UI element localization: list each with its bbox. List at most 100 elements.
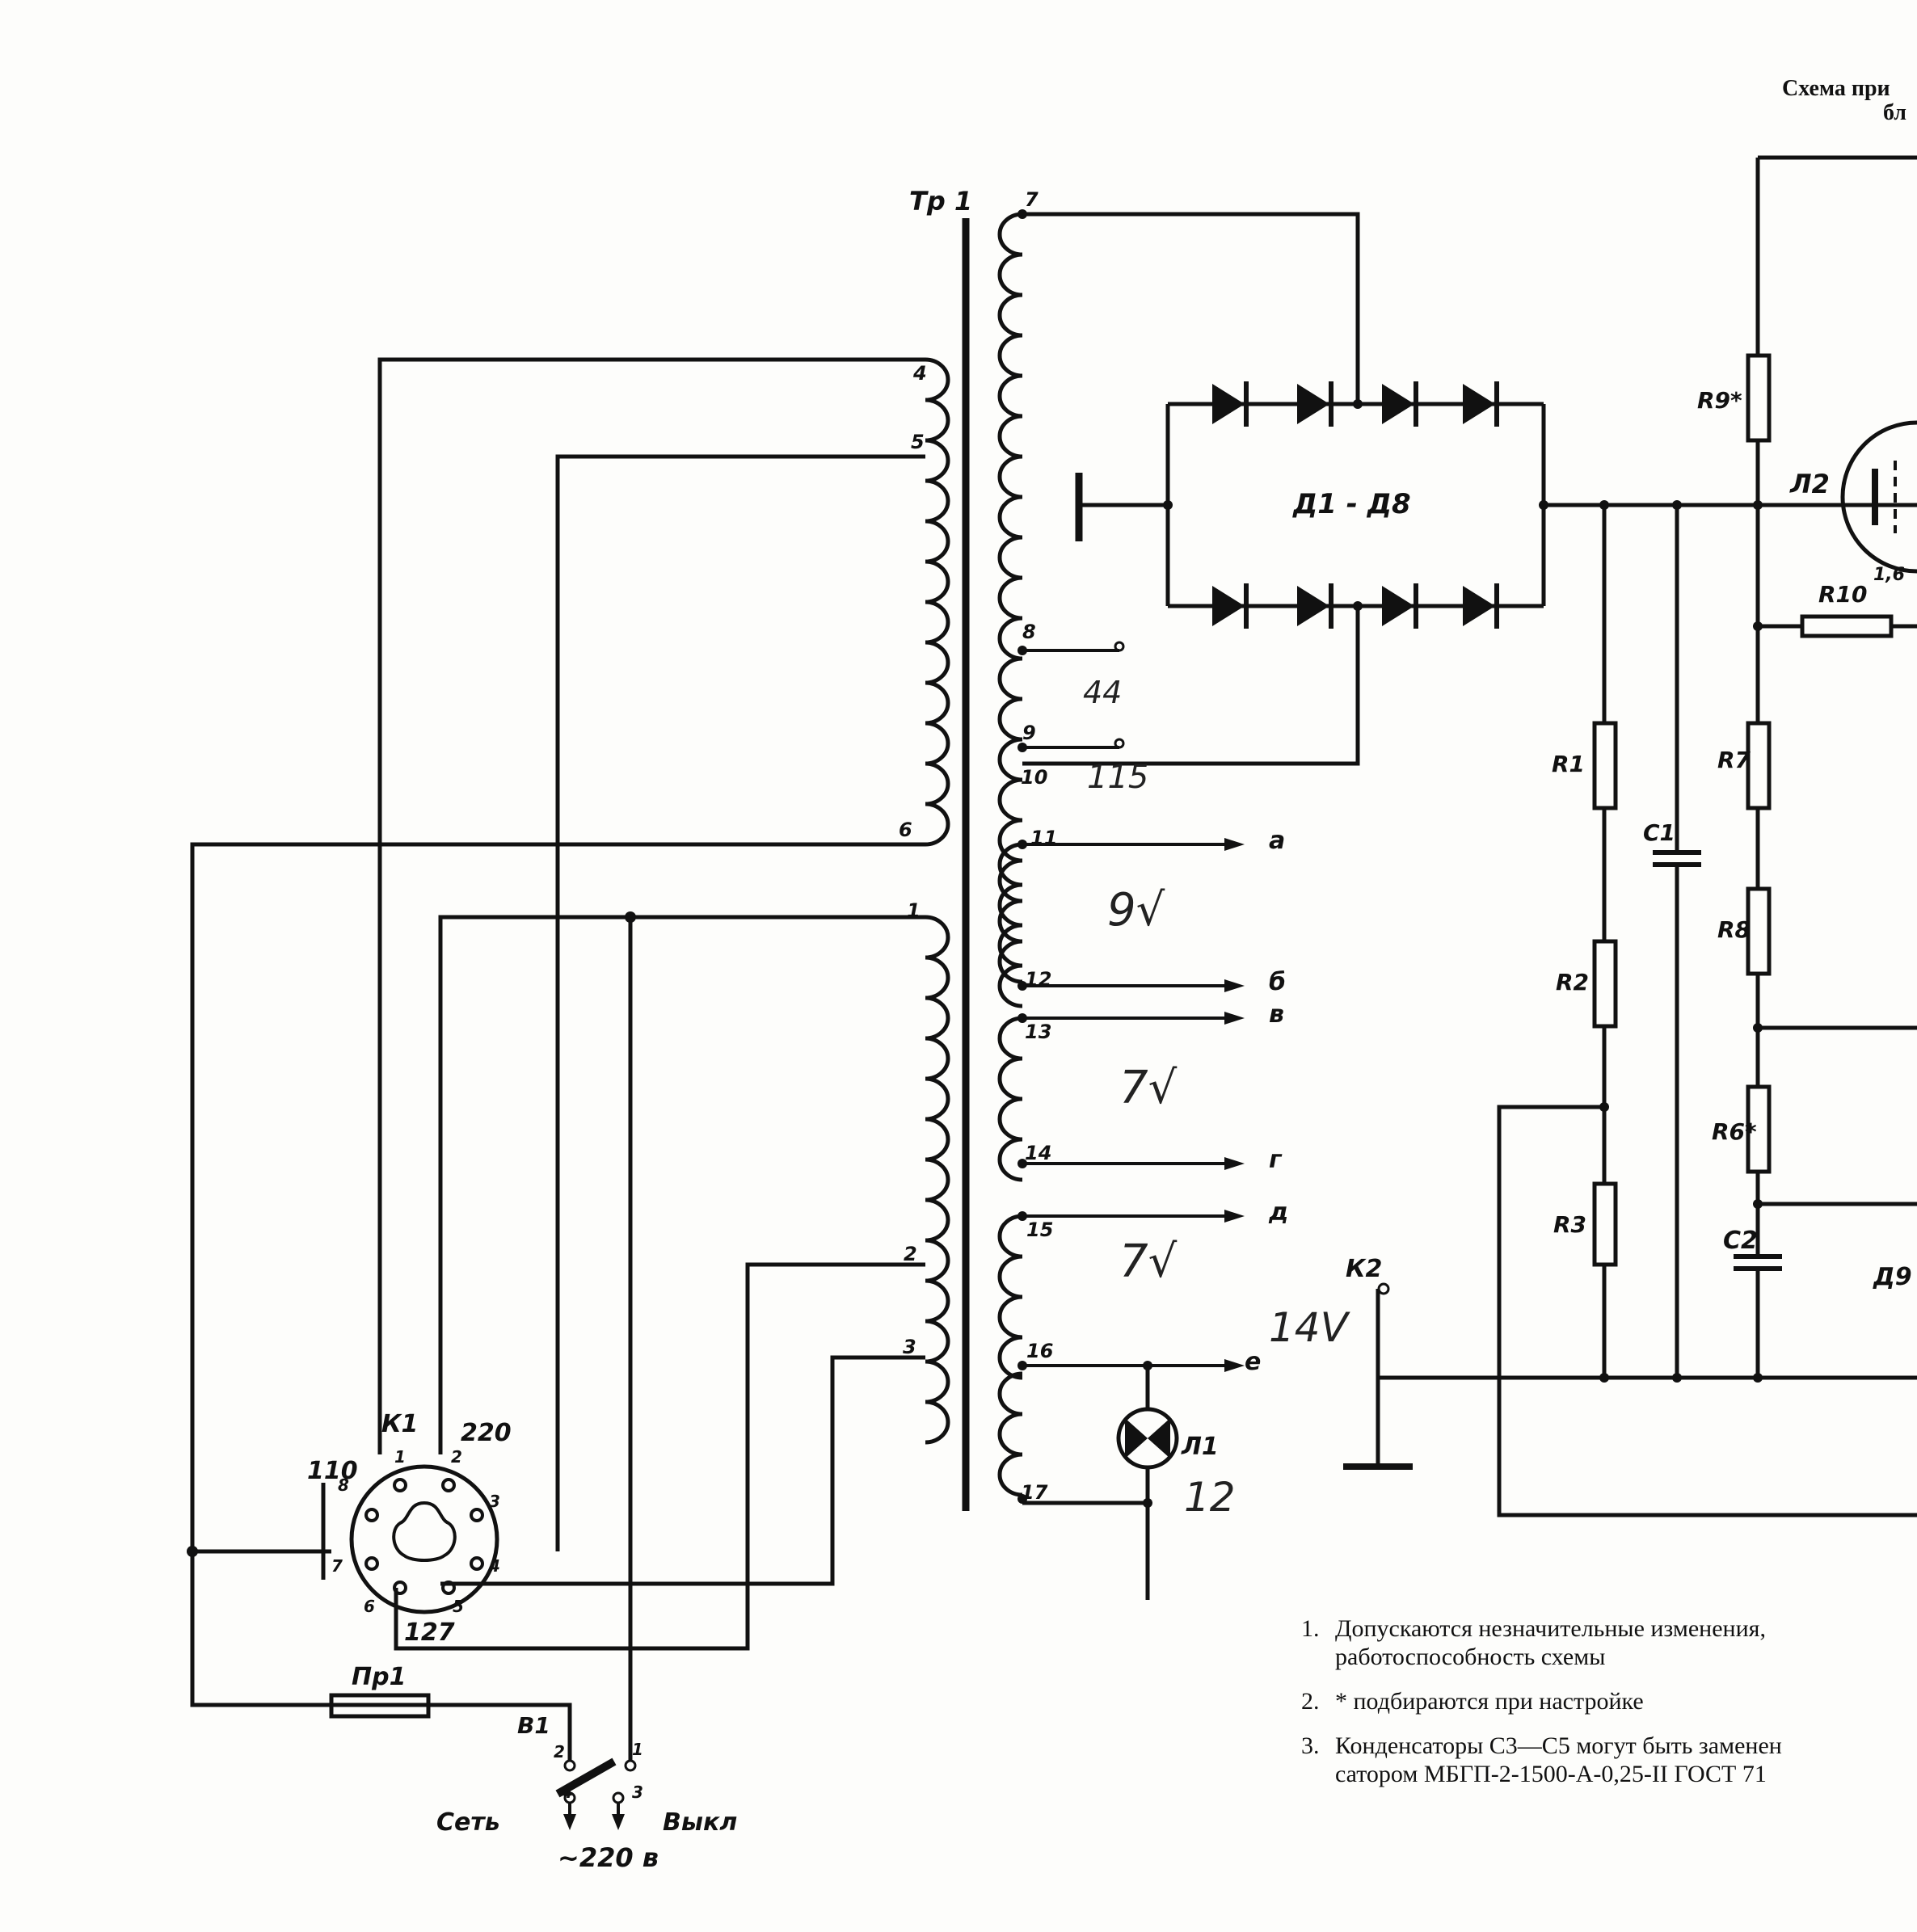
tap-label: 7 <box>1025 188 1039 211</box>
secondary-coil-16-17 <box>997 1371 1023 1497</box>
k1-label: К1 <box>381 1410 418 1438</box>
k1-pin: 7 <box>331 1556 343 1576</box>
output-label-e: е <box>1245 1348 1261 1376</box>
output-label-a: а <box>1269 827 1285 855</box>
note-3-line-2: сатором МБГП-2-1500-А-0,25-II ГОСТ 71 <box>1335 1761 1767 1787</box>
output-lines <box>1022 838 1245 1372</box>
tap-label: 2 <box>904 1243 917 1265</box>
handwritten-7v-b: 7√ <box>1119 1235 1178 1288</box>
capacitor-label-c1: C1 <box>1643 819 1675 846</box>
handwritten-9v: 9√ <box>1107 884 1165 937</box>
lamp-label: Л1 <box>1181 1433 1219 1461</box>
k1-pin: 3 <box>489 1492 500 1511</box>
output-labels: а б в г д е <box>1245 827 1288 1376</box>
secondary-coil-13-14 <box>997 1016 1023 1182</box>
k1-pin: 5 <box>453 1597 464 1616</box>
note-3-num: 3. <box>1301 1732 1320 1759</box>
fuse-label: Пр1 <box>352 1663 406 1691</box>
b1-pin: 2 <box>554 1742 565 1762</box>
tap-label: 10 <box>1021 766 1047 789</box>
b1-pin: 3 <box>632 1783 643 1802</box>
note-1-num: 1. <box>1301 1615 1320 1642</box>
k1-pin: 8 <box>338 1475 349 1495</box>
switch-k2[interactable]: К2 <box>1343 1255 1413 1470</box>
b1-pin: 1 <box>632 1740 643 1759</box>
note-1-line-2: работоспособность схемы <box>1335 1644 1605 1670</box>
primary-tap-labels: 4 5 6 1 2 3 <box>899 362 927 1358</box>
mains-label: ~220 в <box>558 1842 659 1873</box>
b1-label: В1 <box>517 1712 550 1739</box>
resistor-label-r7: R7 <box>1717 747 1751 773</box>
fuse-pr1: Пр1 <box>192 1663 572 1749</box>
output-label-g: г <box>1269 1146 1283 1174</box>
note-2-num: 2. <box>1301 1688 1320 1715</box>
primary-coil-upper <box>925 357 950 847</box>
divider-network <box>1378 155 1917 1517</box>
note-1-line-1: Допускаются незначительные изменения, <box>1335 1615 1766 1642</box>
tap-label: 15 <box>1026 1219 1053 1241</box>
tap-label: 6 <box>899 819 912 841</box>
bridge-label: Д1 - Д8 <box>1292 488 1411 520</box>
note-2-line-1: * подбираются при настройке <box>1335 1688 1644 1715</box>
power-switch-b1[interactable]: В1 2 1 4 3 Сеть Выкл ~220 в <box>436 1712 737 1873</box>
tap-dots <box>1017 209 1027 1504</box>
tube-l2: Л2 1,6 <box>1758 420 1917 585</box>
resistor-label-r10: R10 <box>1818 581 1868 608</box>
b1-pin: 4 <box>561 1783 573 1802</box>
primary-coil-lower <box>925 915 950 1445</box>
secondary-coil-11-12 <box>997 842 1023 1008</box>
handwritten-115: 115 <box>1087 759 1148 796</box>
tap-label: 3 <box>903 1336 916 1358</box>
k1-pin: 6 <box>364 1597 375 1616</box>
resistor-label-r9: R9* <box>1697 387 1742 414</box>
tap-label: 4 <box>912 362 927 385</box>
k1-pin: 1 <box>394 1447 406 1467</box>
tap-label: 9 <box>1022 722 1036 744</box>
secondary-coil-15-16 <box>997 1214 1023 1380</box>
resistor-label-r8: R8 <box>1717 916 1751 943</box>
output-label-d: д <box>1268 1198 1288 1227</box>
resistor-label-r6: R6* <box>1712 1118 1757 1145</box>
tube-pins: 1,6 <box>1873 565 1905 585</box>
tap-label: 5 <box>911 431 925 453</box>
b1-on-label: Сеть <box>436 1808 500 1837</box>
resistor-label-r1: R1 <box>1552 751 1585 777</box>
k1-pin: 2 <box>451 1447 462 1467</box>
transformer-label: Тр 1 <box>909 186 972 217</box>
title-line-1: Схема при <box>1782 76 1890 101</box>
k1-127-label: 127 <box>404 1618 455 1647</box>
handwritten-7v-a: 7√ <box>1119 1062 1178 1114</box>
output-label-b: б <box>1269 968 1286 996</box>
tube-label: Л2 <box>1789 469 1830 499</box>
hv-wiring <box>1022 212 1360 766</box>
secondary-coil-hv <box>997 212 1023 984</box>
resistor-label-r3: R3 <box>1553 1211 1586 1238</box>
k1-pin: 4 <box>488 1556 500 1576</box>
component-labels: R1 R2 R3 R6* R7 R8 R9* R10 C1 C2 Д9 <box>1552 387 1912 1291</box>
handwritten-14v: 14V <box>1269 1304 1351 1351</box>
k2-label: К2 <box>1346 1255 1382 1283</box>
b1-off-label: Выкл <box>663 1808 737 1837</box>
transformer-core: Тр 1 <box>909 186 972 1511</box>
diode-label-d9: Д9 <box>1873 1263 1912 1291</box>
output-label-v: в <box>1269 1000 1284 1029</box>
note-3-line-1: Конденсаторы С3—С5 могут быть заменен <box>1335 1732 1782 1759</box>
tap-label: 14 <box>1025 1142 1051 1164</box>
capacitor-label-c2: C2 <box>1723 1227 1758 1255</box>
handwritten-12: 12 <box>1184 1474 1236 1521</box>
k1-220-label: 220 <box>461 1419 512 1447</box>
diode-bridge: Д1 - Д8 <box>1075 381 1917 629</box>
tap-label: 16 <box>1026 1340 1053 1362</box>
primary-wiring <box>187 357 925 1749</box>
k1-110-label: 110 <box>307 1457 358 1485</box>
handwritten-44: 44 <box>1083 675 1122 710</box>
tap-label: 8 <box>1022 621 1036 643</box>
title-line-2: бл <box>1883 100 1906 125</box>
voltage-selector-k1[interactable]: К1 220 110 127 1 2 3 4 5 6 7 8 <box>307 1410 512 1647</box>
handwritten-annotations: 44 115 9√ 7√ 7√ 14V 12 <box>1083 675 1351 1521</box>
tap-label: 13 <box>1025 1021 1051 1043</box>
lamp-l1: Л1 <box>1022 1361 1219 1600</box>
resistor-label-r2: R2 <box>1556 969 1589 995</box>
